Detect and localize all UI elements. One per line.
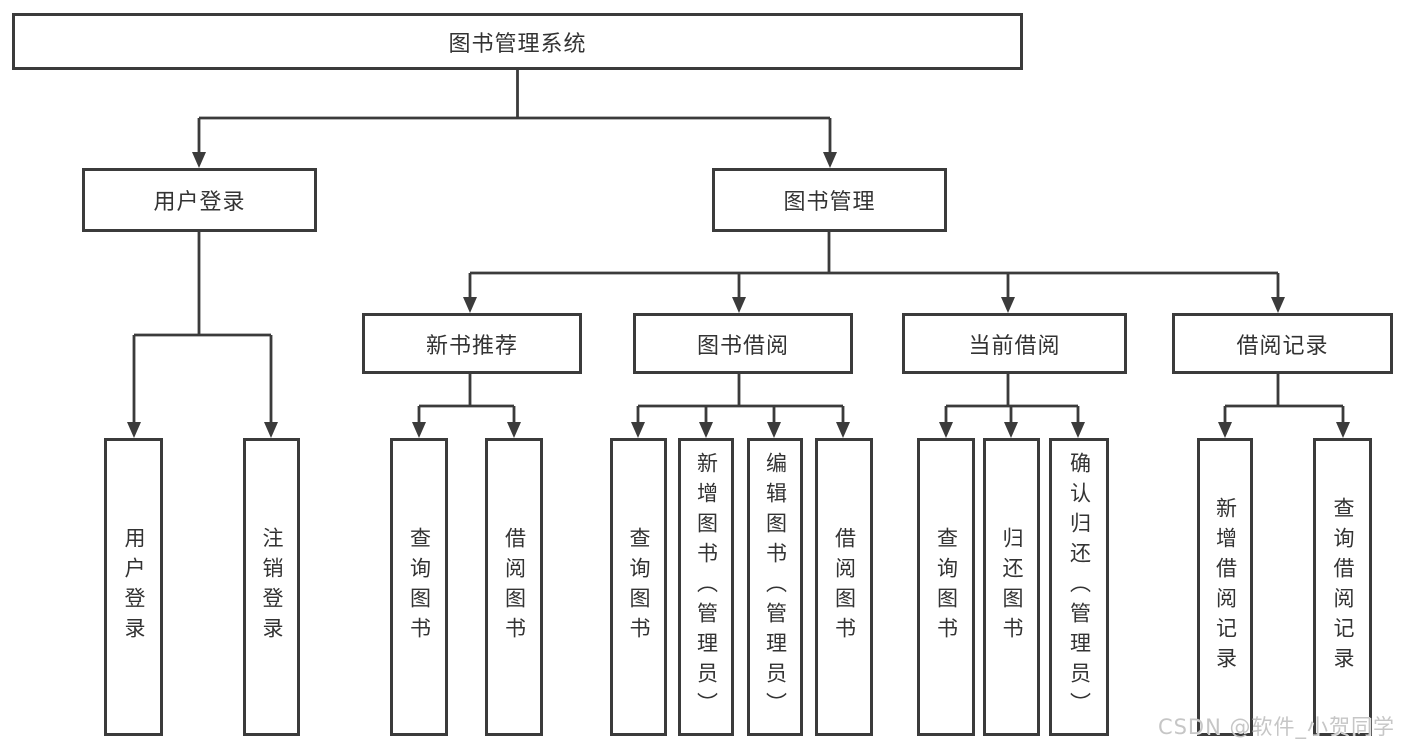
leaf-borrow-books-recommend: 借阅图书 [485, 438, 543, 736]
node-current-borrowing: 当前借阅 [902, 313, 1127, 374]
node-book-borrowing: 图书借阅 [633, 313, 853, 374]
leaf-add-borrow-record: 新增借阅记录 [1197, 438, 1253, 736]
leaf-add-book-admin: 新增图书（管理员） [678, 438, 734, 736]
node-new-book-recommendation: 新书推荐 [362, 313, 582, 374]
leaf-logout: 注销登录 [243, 438, 300, 736]
watermark-text: CSDN @软件_小贺同学 [1157, 715, 1395, 739]
leaf-query-books-recommend: 查询图书 [390, 438, 448, 736]
node-user-login: 用户登录 [82, 168, 317, 232]
leaf-user-login: 用户登录 [104, 438, 163, 736]
node-borrowing-records: 借阅记录 [1172, 313, 1393, 374]
leaf-query-books-borrowing: 查询图书 [610, 438, 667, 736]
leaf-edit-book-admin: 编辑图书（管理员） [747, 438, 803, 736]
node-book-management: 图书管理 [712, 168, 947, 232]
leaf-query-books-current: 查询图书 [917, 438, 975, 736]
leaf-borrow-books-borrowing: 借阅图书 [815, 438, 873, 736]
node-library-management-system: 图书管理系统 [12, 13, 1023, 70]
leaf-confirm-return-admin: 确认归还（管理员） [1049, 438, 1109, 736]
leaf-return-book: 归还图书 [983, 438, 1040, 736]
leaf-query-borrow-record: 查询借阅记录 [1313, 438, 1372, 736]
